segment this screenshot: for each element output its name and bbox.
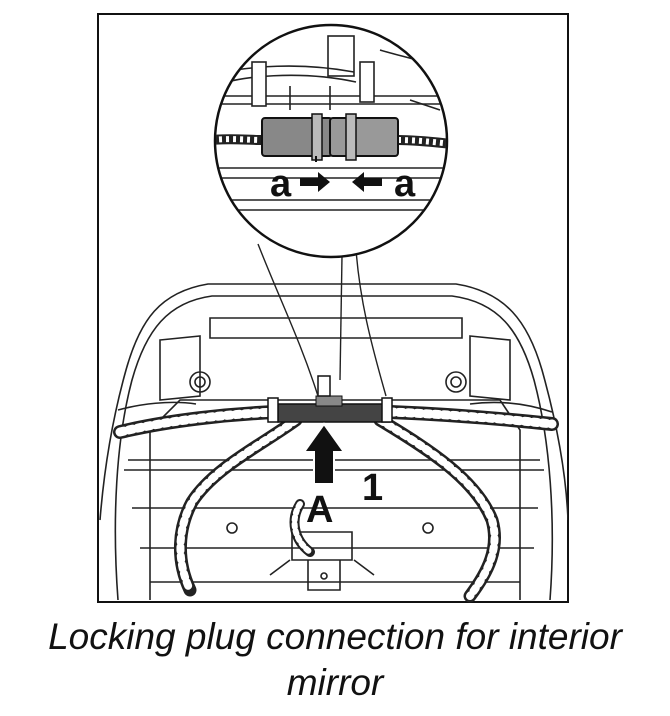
callout-a-right: a [394,163,416,205]
item-number-1: 1 [362,467,383,509]
arrow-label-A: A [306,489,333,531]
wiring-harness [113,405,559,603]
plug-connector [267,375,393,423]
magnifier-detail [213,23,449,259]
magnifier-leaders [257,243,387,397]
callout-a-left: a [270,163,292,205]
caption-line-2: mirror [286,662,384,703]
arrow-A [302,422,346,485]
caption-line-1: Locking plug connection for interior [48,616,622,657]
